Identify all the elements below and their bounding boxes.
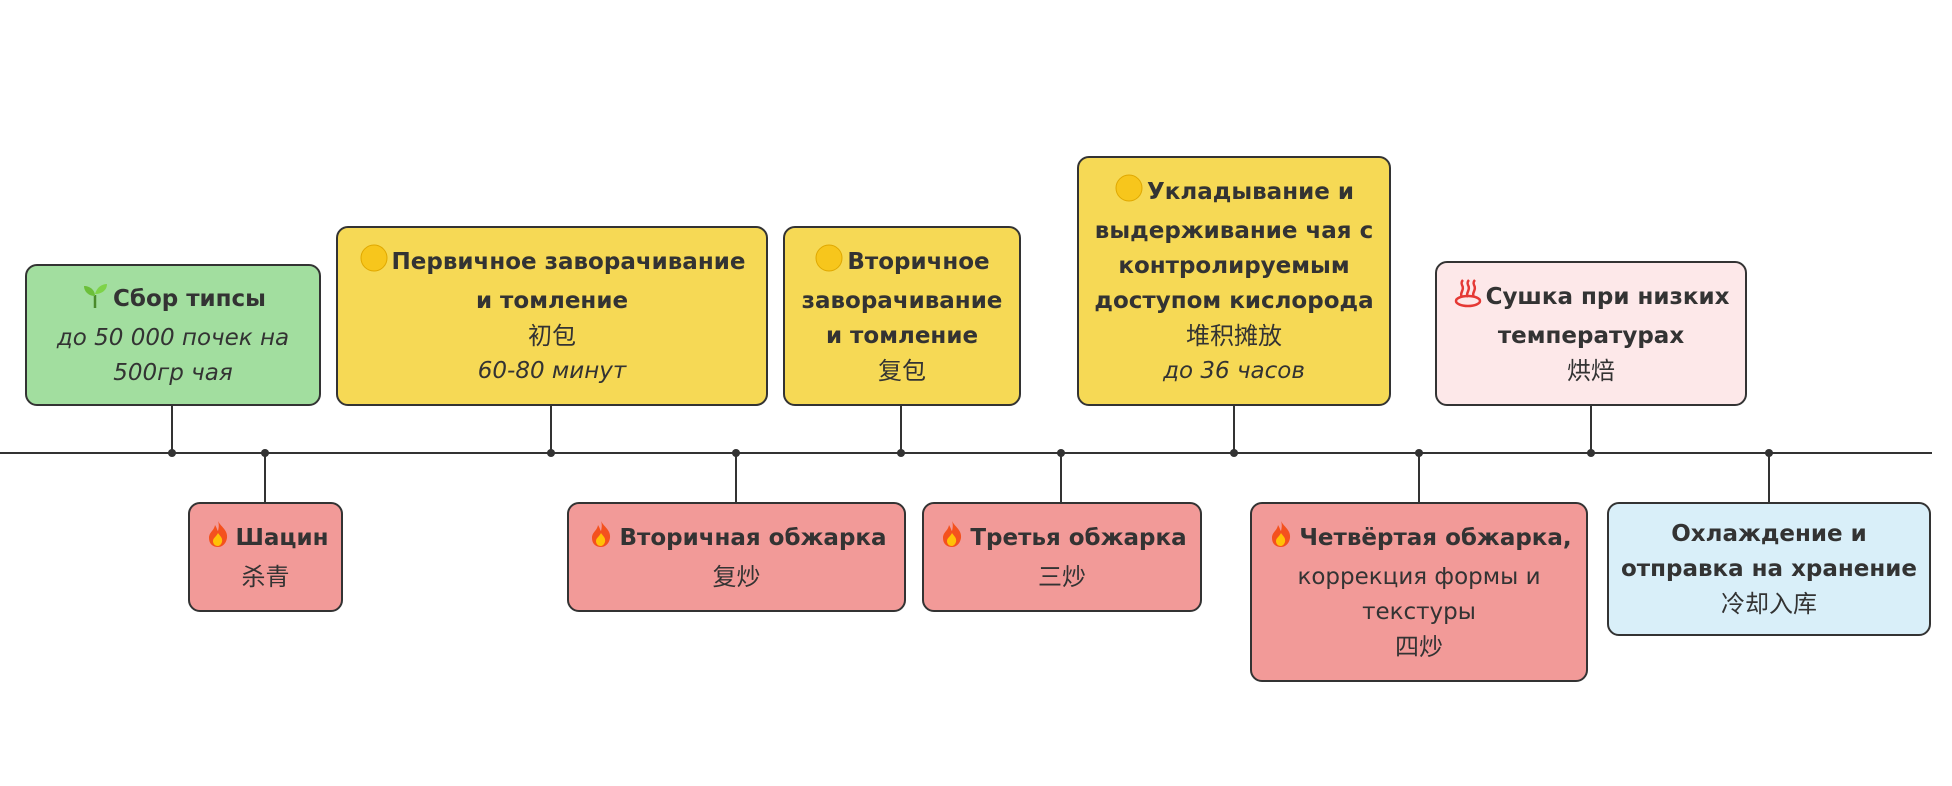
timeline-axis: [0, 452, 1932, 454]
fire-icon: [1266, 519, 1296, 560]
yellow-circle-icon: [359, 243, 389, 284]
timeline-dot: [547, 449, 555, 457]
stage-title: Третья обжарка: [937, 519, 1187, 560]
timeline-dot: [1587, 449, 1595, 457]
timeline-dot: [1415, 449, 1423, 457]
stage-title: Охлаждение и отправка на хранение: [1619, 517, 1919, 587]
timeline-dot: [1057, 449, 1065, 457]
timeline-dot: [897, 449, 905, 457]
stage-connector: [735, 453, 737, 502]
stage-card: Вторичная обжарка 复炒: [567, 502, 906, 612]
timeline-dot: [168, 449, 176, 457]
stage-card: Сбор типсы до 50 000 почек на 500гр чая: [25, 264, 321, 406]
stage-connector: [1418, 453, 1420, 502]
stage-chinese-name: 四炒: [1395, 633, 1443, 661]
stage-chinese-name: 杀青: [241, 563, 290, 591]
stage-card: Четвёртая обжарка, коррекция формы и текс…: [1250, 502, 1588, 682]
timeline-dot: [1765, 449, 1773, 457]
stage-card: Сушка при низких температурах 烘焙: [1435, 261, 1747, 406]
sprout-icon: [80, 280, 110, 321]
stage-title-text: Четвёртая обжарка,: [1299, 525, 1572, 551]
stage-connector: [1060, 453, 1062, 502]
stage-title-text: Третья обжарка: [970, 525, 1187, 551]
stage-title-text: Первичное заворачивание и томление: [391, 249, 746, 314]
timeline-dot: [261, 449, 269, 457]
stage-title-text: Сушка при низких температурах: [1485, 284, 1730, 349]
stage-title-text: Шацин: [235, 525, 329, 551]
stage-chinese-name: 复包: [878, 357, 926, 385]
stage-connector: [171, 406, 173, 453]
stage-connector: [1590, 406, 1592, 453]
stage-title: Вторичная обжарка: [586, 519, 887, 560]
stage-chinese-name: 烘焙: [1567, 357, 1615, 385]
stage-card: Первичное заворачивание и томление 初包 60-8…: [336, 226, 768, 406]
fire-icon: [586, 519, 616, 560]
stage-card: Шацин 杀青: [188, 502, 343, 612]
stage-chinese-name: 三炒: [1038, 563, 1086, 591]
stage-title: Сушка при низких температурах: [1447, 278, 1735, 354]
fire-icon: [203, 519, 233, 560]
yellow-circle-icon: [814, 243, 844, 284]
stage-title-text: Укладывание и выдерживание чая с контрол…: [1094, 179, 1374, 314]
stage-title-text: Охлаждение и отправка на хранение: [1620, 520, 1918, 582]
stage-connector: [1233, 406, 1235, 453]
stage-chinese-name: 复炒: [712, 563, 761, 591]
hot-springs-icon: [1453, 278, 1483, 319]
stage-title: Первичное заворачивание и томление: [348, 243, 756, 319]
stage-note: 60-80 минут: [477, 358, 627, 384]
stage-card: Вторичное заворачивание и томление 复包: [783, 226, 1021, 406]
stage-connector: [264, 453, 266, 502]
stage-connector: [1768, 453, 1770, 502]
stage-title-text: Вторичное заворачивание и томление: [801, 249, 1003, 349]
stage-title-text: Вторичная обжарка: [619, 525, 887, 551]
stage-title-text: Сбор типсы: [113, 285, 266, 312]
stage-note: до 36 часов: [1163, 358, 1305, 384]
stage-card: Укладывание и выдерживание чая с контрол…: [1077, 156, 1391, 406]
stage-title: Вторичное заворачивание и томление: [795, 243, 1009, 354]
stage-subtitle: коррекция формы и текстуры: [1297, 564, 1541, 625]
stage-title: Шацин: [203, 519, 329, 560]
stage-title: Сбор типсы: [80, 280, 266, 321]
timeline-dot: [732, 449, 740, 457]
yellow-circle-icon: [1114, 173, 1144, 214]
stage-connector: [900, 406, 902, 453]
stage-connector: [550, 406, 552, 453]
stage-title: Укладывание и выдерживание чая с контрол…: [1089, 173, 1379, 319]
timeline-dot: [1230, 449, 1238, 457]
stage-card: Охлаждение и отправка на хранение 冷却入库: [1607, 502, 1931, 636]
fire-icon: [937, 519, 967, 560]
stage-card: Третья обжарка 三炒: [922, 502, 1202, 612]
stage-chinese-name: 堆积摊放: [1186, 322, 1282, 350]
stage-chinese-name: 冷却入库: [1721, 589, 1817, 618]
stage-chinese-name: 初包: [528, 322, 576, 350]
stage-title: Четвёртая обжарка,: [1266, 519, 1572, 560]
stage-note: до 50 000 почек на 500гр чая: [56, 324, 290, 386]
